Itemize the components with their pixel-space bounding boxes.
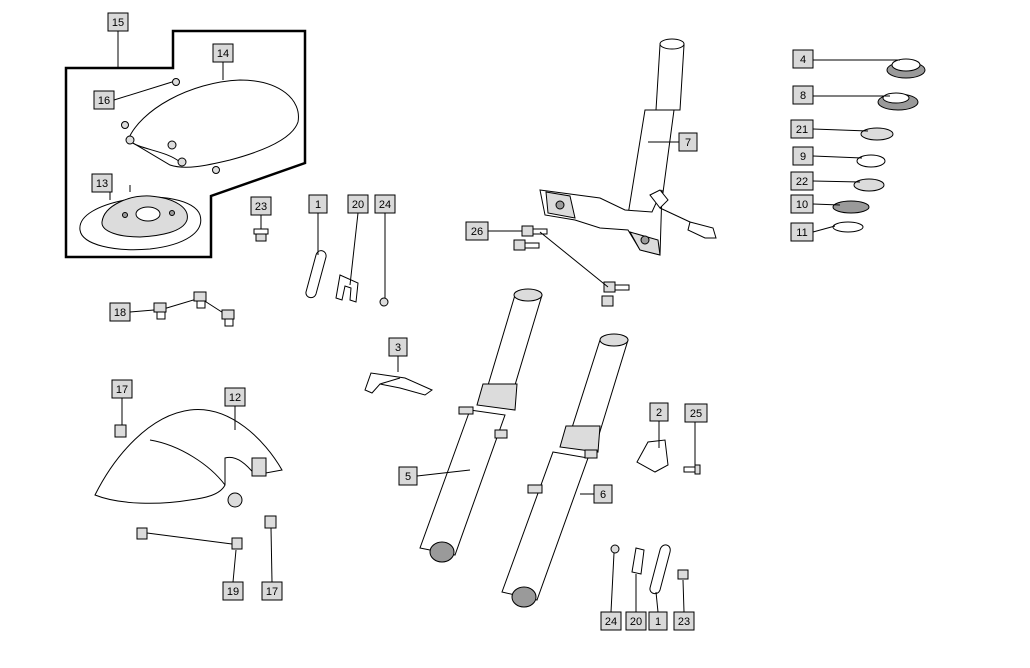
callout-24-lower: 24 — [600, 611, 622, 631]
svg-text:1: 1 — [315, 199, 321, 211]
svg-text:14: 14 — [217, 48, 229, 60]
callout-11: 11 — [790, 222, 814, 242]
part-nut-24-upper — [379, 297, 389, 307]
callout-12: 12 — [224, 387, 246, 407]
callout-1-upper: 1 — [308, 194, 328, 214]
part-screw-23-upper — [253, 228, 269, 242]
svg-text:3: 3 — [395, 342, 401, 354]
callout-10: 10 — [790, 194, 814, 214]
part-bracket-20-upper — [335, 274, 359, 303]
svg-text:2: 2 — [656, 407, 662, 419]
part-bolts-18 — [153, 291, 235, 327]
svg-text:15: 15 — [112, 17, 124, 29]
svg-text:24: 24 — [605, 616, 617, 628]
callout-9: 9 — [792, 146, 814, 166]
svg-text:22: 22 — [796, 176, 808, 188]
callout-23-upper: 23 — [250, 196, 272, 216]
svg-text:16: 16 — [98, 95, 110, 107]
svg-text:1: 1 — [655, 616, 661, 628]
part-screw-25 — [683, 464, 701, 475]
callout-3: 3 — [388, 337, 408, 357]
callout-20-lower: 20 — [625, 611, 647, 631]
part-bracket-3 — [364, 372, 434, 396]
part-screw-17-b — [264, 515, 277, 529]
part-plate-13 — [79, 185, 202, 251]
part-fork-leg-5 — [419, 288, 543, 563]
kit-frame-outline — [64, 29, 307, 259]
callout-13: 13 — [91, 173, 113, 193]
svg-text:7: 7 — [685, 137, 691, 149]
callout-6: 6 — [593, 484, 613, 504]
svg-text:20: 20 — [352, 199, 364, 211]
svg-text:17: 17 — [266, 586, 278, 598]
part-bearing-stack — [832, 58, 926, 233]
callout-8: 8 — [792, 85, 814, 105]
part-reflector-1-lower — [649, 544, 671, 595]
part-steering-stem-7 — [539, 38, 717, 256]
callout-17-upper: 17 — [111, 379, 133, 399]
part-clips-19 — [136, 527, 243, 550]
svg-text:11: 11 — [796, 227, 807, 239]
part-screw-17-a — [114, 424, 127, 438]
part-front-fender-12 — [94, 409, 283, 508]
callout-5: 5 — [398, 466, 418, 486]
callout-21: 21 — [790, 119, 814, 139]
callout-4: 4 — [792, 49, 814, 69]
svg-text:18: 18 — [114, 307, 126, 319]
svg-text:9: 9 — [800, 151, 806, 163]
callout-19: 19 — [222, 581, 244, 601]
svg-text:5: 5 — [405, 471, 411, 483]
callout-7: 7 — [678, 132, 698, 152]
part-screw-23-lower — [677, 569, 689, 580]
svg-text:26: 26 — [471, 226, 483, 238]
svg-text:10: 10 — [796, 199, 808, 211]
svg-text:25: 25 — [690, 408, 702, 420]
svg-text:24: 24 — [379, 199, 391, 211]
svg-text:21: 21 — [796, 124, 808, 136]
callout-leaders — [109, 31, 900, 613]
svg-text:4: 4 — [800, 54, 806, 66]
svg-text:23: 23 — [255, 201, 267, 213]
callout-2: 2 — [649, 402, 669, 422]
part-reflector-1-upper — [305, 250, 327, 299]
callout-25: 25 — [684, 403, 708, 423]
callout-14: 14 — [212, 43, 234, 63]
svg-text:19: 19 — [227, 586, 239, 598]
svg-text:6: 6 — [600, 489, 606, 501]
svg-text:8: 8 — [800, 90, 806, 102]
callout-16: 16 — [93, 90, 115, 110]
svg-text:13: 13 — [96, 178, 108, 190]
part-nut-24-lower — [610, 544, 620, 554]
part-cover-14 — [121, 78, 299, 174]
svg-text:23: 23 — [678, 616, 690, 628]
callout-18: 18 — [109, 302, 131, 322]
svg-text:17: 17 — [116, 384, 128, 396]
svg-text:12: 12 — [229, 392, 241, 404]
callout-20-upper: 20 — [347, 194, 369, 214]
part-bracket-2 — [636, 439, 669, 473]
callout-15: 15 — [107, 12, 129, 32]
part-bolts-26 — [513, 225, 630, 307]
svg-text:20: 20 — [630, 616, 642, 628]
part-fork-leg-6 — [501, 333, 629, 608]
callout-17-lower: 17 — [261, 581, 283, 601]
callout-23-lower: 23 — [673, 611, 695, 631]
callout-26: 26 — [465, 221, 489, 241]
callout-24-upper: 24 — [374, 194, 396, 214]
callout-1-lower: 1 — [648, 611, 668, 631]
callout-22: 22 — [790, 171, 814, 191]
part-bracket-20-lower — [631, 547, 645, 575]
